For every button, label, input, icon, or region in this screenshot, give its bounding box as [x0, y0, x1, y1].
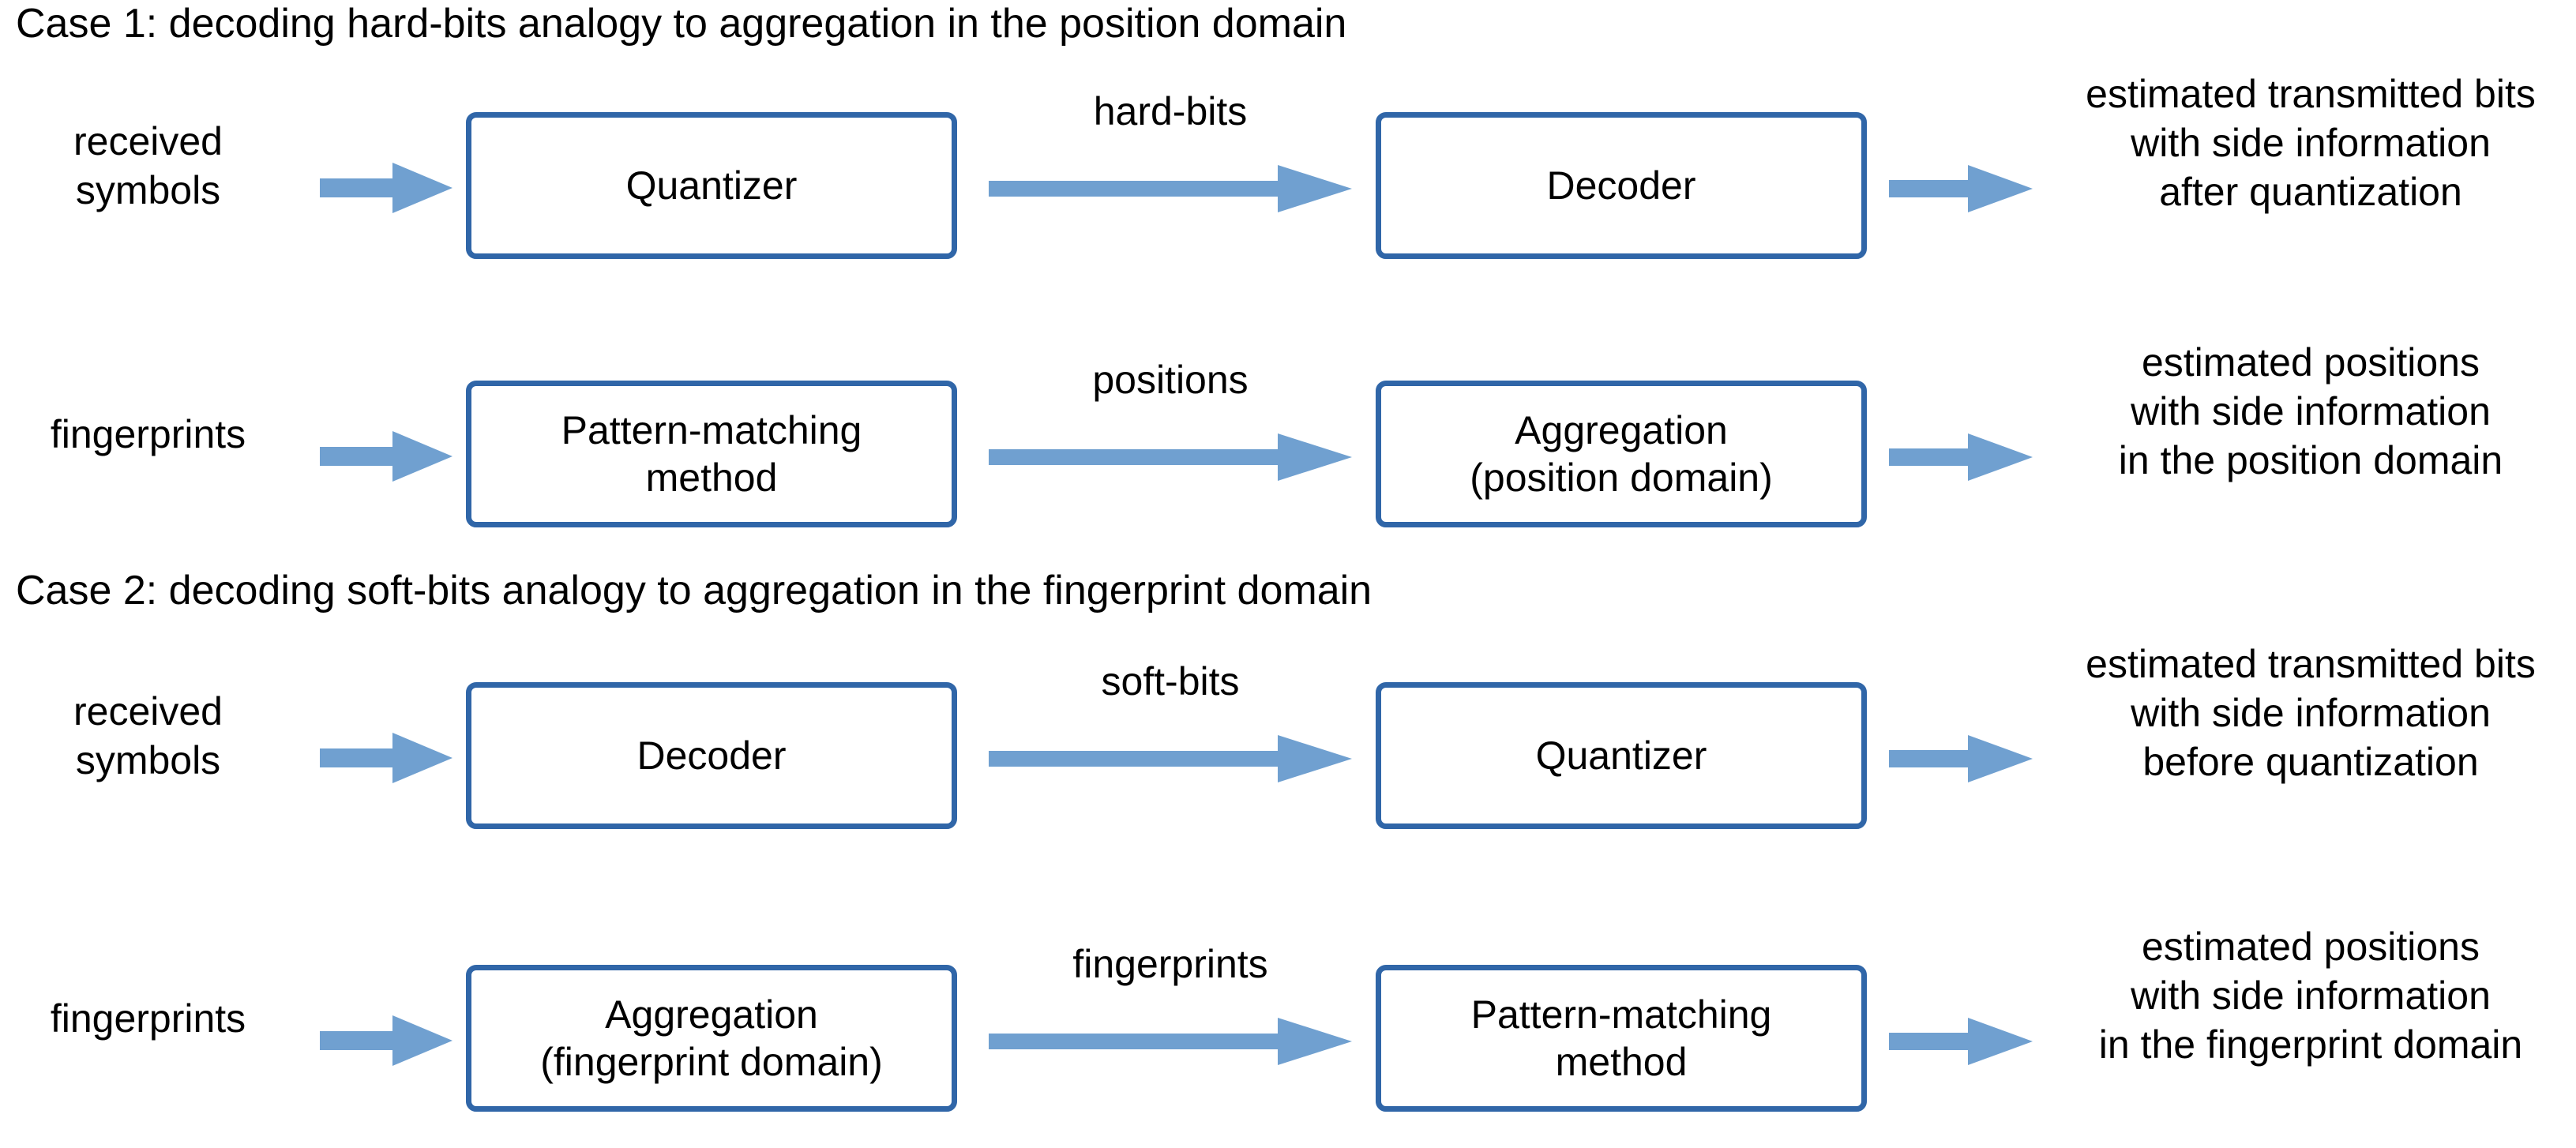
result-line-3: in the fingerprint domain — [2098, 1022, 2523, 1067]
process-box-quantizer[interactable]: Quantizer — [466, 112, 957, 259]
result-text-case2-row1: estimated transmitted bits with side inf… — [2045, 640, 2576, 786]
result-line-3: after quantization — [2159, 170, 2462, 214]
process-box-aggregation-position-domain[interactable]: Aggregation (position domain) — [1376, 381, 1867, 527]
result-line-2: with side information — [2131, 389, 2491, 433]
process-box-label-line-2: (position domain) — [1470, 456, 1773, 500]
flow-arrow-right-icon — [320, 163, 452, 213]
case-2-title: Case 2: decoding soft-bits analogy to ag… — [16, 568, 1372, 613]
result-text-case1-row2: estimated positions with side informatio… — [2045, 338, 2576, 485]
arrow-caption-fingerprints: fingerprints — [1072, 942, 1268, 986]
source-label-line-1: received — [73, 689, 223, 733]
source-label-fingerprints: fingerprints — [0, 355, 296, 513]
process-box-quantizer[interactable]: Quantizer — [1376, 682, 1867, 829]
process-box-label-line-1: Quantizer — [1535, 733, 1707, 778]
flow-arrow-right-icon — [989, 1018, 1352, 1065]
flow-arrow-right-icon — [1889, 1018, 2033, 1065]
result-line-2: with side information — [2131, 974, 2491, 1018]
process-box-label-line-1: Decoder — [636, 733, 787, 778]
source-label-line-1: fingerprints — [50, 412, 246, 456]
flow-arrow-right-icon — [1889, 433, 2033, 481]
flow-row-case1-row2: fingerprints Pattern-matching method pos… — [0, 340, 2576, 561]
result-line-1: estimated positions — [2141, 925, 2480, 969]
process-box-pattern-matching-method[interactable]: Pattern-matching method — [1376, 965, 1867, 1112]
result-line-2: with side information — [2131, 691, 2491, 735]
flow-arrow-right-icon — [320, 1015, 452, 1066]
result-line-1: estimated positions — [2141, 340, 2480, 385]
flow-arrow-right-icon — [1889, 165, 2033, 212]
result-text-case2-row2: estimated positions with side informatio… — [2045, 922, 2576, 1069]
result-line-3: before quantization — [2142, 740, 2479, 784]
process-box-label-line-2: (fingerprint domain) — [540, 1040, 883, 1084]
process-box-pattern-matching-method[interactable]: Pattern-matching method — [466, 381, 957, 527]
flow-row-case2-row2: fingerprints Aggregation (fingerprint do… — [0, 925, 2576, 1145]
source-label-received-symbols: received symbols — [0, 657, 296, 815]
process-box-label-line-1: Pattern-matching — [561, 408, 862, 452]
source-label-line-2: symbols — [75, 738, 221, 782]
result-line-1: estimated transmitted bits — [2086, 642, 2536, 686]
process-box-label-line-1: Aggregation — [605, 992, 818, 1037]
process-box-label-line-2: method — [645, 456, 778, 500]
source-label-line-1: fingerprints — [50, 996, 246, 1041]
result-line-3: in the position domain — [2118, 438, 2503, 482]
source-label-line-1: received — [73, 119, 223, 163]
flow-arrow-right-icon — [989, 433, 1352, 481]
flow-arrow-right-icon — [320, 733, 452, 783]
process-box-label-line-1: Decoder — [1546, 163, 1696, 208]
flow-arrow-right-icon — [989, 165, 1352, 212]
result-line-2: with side information — [2131, 121, 2491, 165]
arrow-caption-soft-bits: soft-bits — [1101, 659, 1240, 703]
process-box-label-line-1: Pattern-matching — [1470, 992, 1772, 1037]
source-label-received-symbols: received symbols — [0, 87, 296, 245]
case-1-title: Case 1: decoding hard-bits analogy to ag… — [16, 1, 1347, 47]
flow-arrow-right-icon — [320, 431, 452, 482]
source-label-fingerprints: fingerprints — [0, 940, 296, 1097]
flow-arrow-right-icon — [989, 735, 1352, 782]
arrow-caption-positions: positions — [1092, 358, 1249, 402]
process-box-label-line-2: method — [1555, 1040, 1688, 1084]
process-box-aggregation-fingerprint-domain[interactable]: Aggregation (fingerprint domain) — [466, 965, 957, 1112]
flow-row-case2-row1: received symbols Decoder soft-bits Quant… — [0, 642, 2576, 862]
arrow-caption-hard-bits: hard-bits — [1093, 89, 1248, 133]
result-text-case1-row1: estimated transmitted bits with side inf… — [2045, 69, 2576, 216]
process-box-decoder[interactable]: Decoder — [466, 682, 957, 829]
source-label-line-2: symbols — [75, 168, 221, 212]
flow-row-case1-row1: received symbols Quantizer hard-bits Dec… — [0, 72, 2576, 292]
process-box-label-line-1: Aggregation — [1515, 408, 1728, 452]
flow-arrow-right-icon — [1889, 735, 2033, 782]
process-box-decoder[interactable]: Decoder — [1376, 112, 1867, 259]
process-box-label-line-1: Quantizer — [625, 163, 798, 208]
result-line-1: estimated transmitted bits — [2086, 72, 2536, 116]
